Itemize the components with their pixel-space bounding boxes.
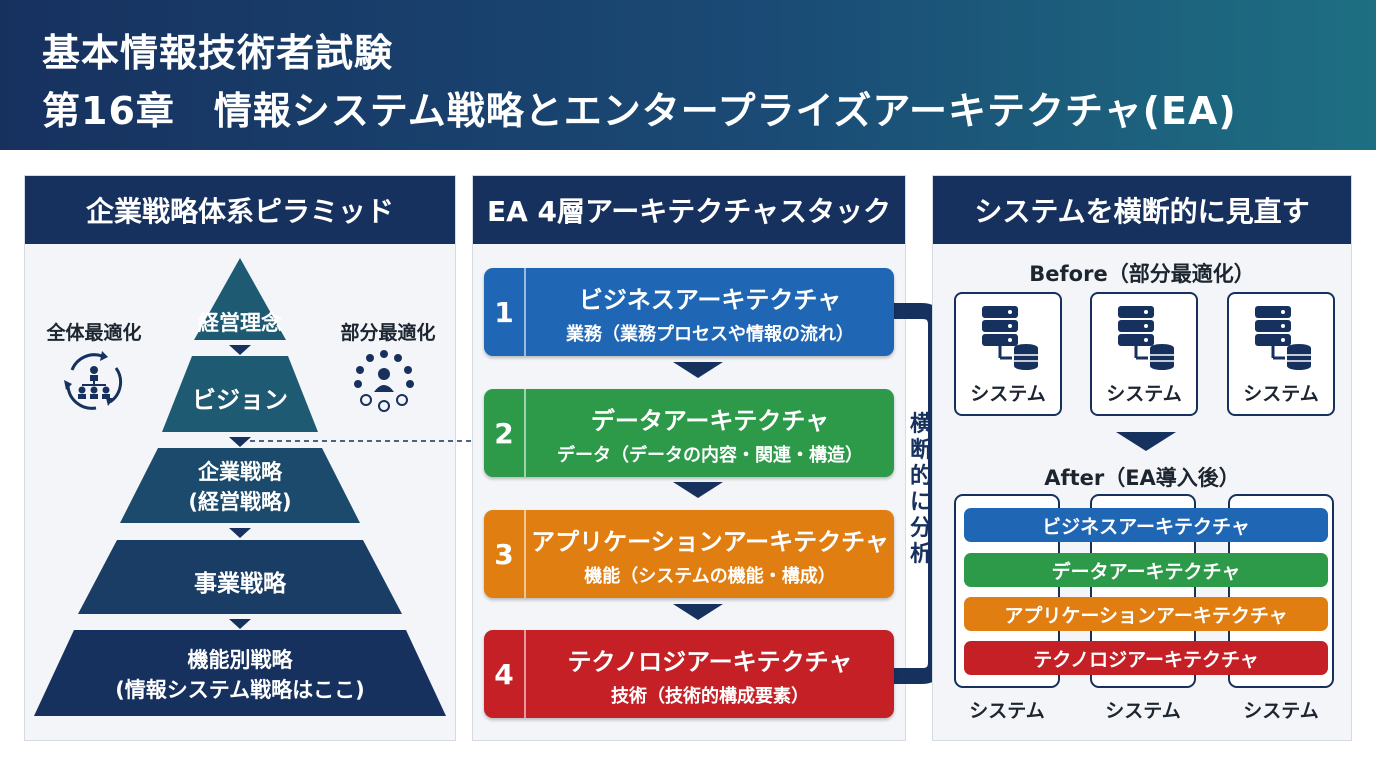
pyramid-level-5-text-2: (情報システム戦略はここ) <box>115 678 365 702</box>
pyramid-level-5-text-1: 機能別戦略 <box>187 648 293 672</box>
ea-layer-business: 1 ビジネスアーキテクチャ 業務（業務プロセスや情報の流れ） <box>484 268 894 356</box>
before-system-3: システム <box>1227 292 1335 416</box>
ea-arrow-1 <box>673 362 723 378</box>
partial-optimization-label: 部分最適化 <box>340 322 436 344</box>
ea-arrow-2 <box>673 482 723 498</box>
ea-layer-3-number: 3 <box>494 537 514 571</box>
pyramid-panel-title: 企業戦略体系ピラミッド <box>25 176 455 244</box>
ea-layer-4-sub: 技術（技術的構成要素） <box>611 686 809 707</box>
after-label: After（EA導入後） <box>1044 466 1240 490</box>
title-banner: 基本情報技術者試験 第16章 情報システム戦略とエンタープライズアーキテクチャ(… <box>0 0 1376 150</box>
pyramid-arrow-4 <box>229 619 251 629</box>
ea-layer-4-number: 4 <box>494 657 514 691</box>
pyramid-level-1-text: 経営理念 <box>198 311 282 335</box>
after-system-1-label: システム <box>969 700 1045 722</box>
pyramid-level-2-text: ビジョン <box>192 386 288 414</box>
pyramid-level-2-shape <box>162 356 318 432</box>
pyramid-level-5-shape <box>34 630 446 716</box>
server-database-icon <box>982 306 1038 370</box>
after-bar-application: アプリケーションアーキテクチャ <box>964 597 1328 631</box>
after-bar-business: ビジネスアーキテクチャ <box>964 508 1328 542</box>
pyramid-level-4-text: 事業戦略 <box>194 571 286 597</box>
before-system-3-label: システム <box>1243 383 1319 405</box>
cross-analysis-label: 横断的に分析 <box>909 412 932 567</box>
after-bar-technology: テクノロジアーキテクチャ <box>964 641 1328 675</box>
pyramid-level-3-text-2: (経営戦略) <box>188 490 292 514</box>
pyramid-level-4-shape <box>78 540 402 614</box>
ea-layer-1-number: 1 <box>494 295 514 329</box>
server-database-icon <box>1255 306 1311 370</box>
ea-layer-3-sub: 機能（システムの機能・構成） <box>584 566 836 587</box>
pyramid-level-3-shape <box>120 448 360 523</box>
pyramid-arrow-1 <box>229 345 251 355</box>
before-system-2-label: システム <box>1106 383 1182 405</box>
whole-optimization-label: 全体最適化 <box>46 322 142 344</box>
ea-layer-2-sub: データ（データの内容・関連・構造） <box>557 445 863 466</box>
ea-layer-application: 3 アプリケーションアーキテクチャ 機能（システムの機能・構成） <box>484 510 894 598</box>
after-system-2-label: システム <box>1105 700 1181 722</box>
pyramid-arrow-3 <box>229 528 251 538</box>
before-system-1: システム <box>954 292 1062 416</box>
server-database-icon <box>1118 306 1174 370</box>
after-bar-data: データアーキテクチャ <box>964 553 1328 587</box>
pyramid-arrow-2 <box>229 437 251 447</box>
before-system-2: システム <box>1090 292 1198 416</box>
ea-layer-2-title: データアーキテクチャ <box>590 407 830 435</box>
people-network-icon <box>354 350 414 412</box>
before-system-1-label: システム <box>970 383 1046 405</box>
title-line-1: 基本情報技術者試験 <box>42 31 394 75</box>
ea-layer-3-title: アプリケーションアーキテクチャ <box>531 528 889 556</box>
title-line-2: 第16章 情報システム戦略とエンタープライズアーキテクチャ(EA) <box>42 89 1237 133</box>
org-cycle-icon <box>64 351 123 410</box>
ea-layer-4-title: テクノロジアーキテクチャ <box>567 648 853 676</box>
ea-layer-technology: 4 テクノロジアーキテクチャ 技術（技術的構成要素） <box>484 630 894 718</box>
system-review-panel-title: システムを横断的に見直す <box>933 176 1351 244</box>
ea-arrow-3 <box>673 604 723 620</box>
ea-layer-1-sub: 業務（業務プロセスや情報の流れ） <box>566 324 854 345</box>
ea-stack-panel-title: EA 4層アーキテクチャスタック <box>473 176 905 244</box>
before-label: Before（部分最適化） <box>1029 262 1255 286</box>
ea-layer-data: 2 データアーキテクチャ データ（データの内容・関連・構造） <box>484 389 894 477</box>
pyramid-level-1-shape <box>194 258 286 340</box>
after-system-3-label: システム <box>1243 700 1319 722</box>
pyramid-level-3-text-1: 企業戦略 <box>198 460 282 484</box>
ea-layer-1-title: ビジネスアーキテクチャ <box>578 286 842 314</box>
ea-layer-2-number: 2 <box>494 416 514 450</box>
